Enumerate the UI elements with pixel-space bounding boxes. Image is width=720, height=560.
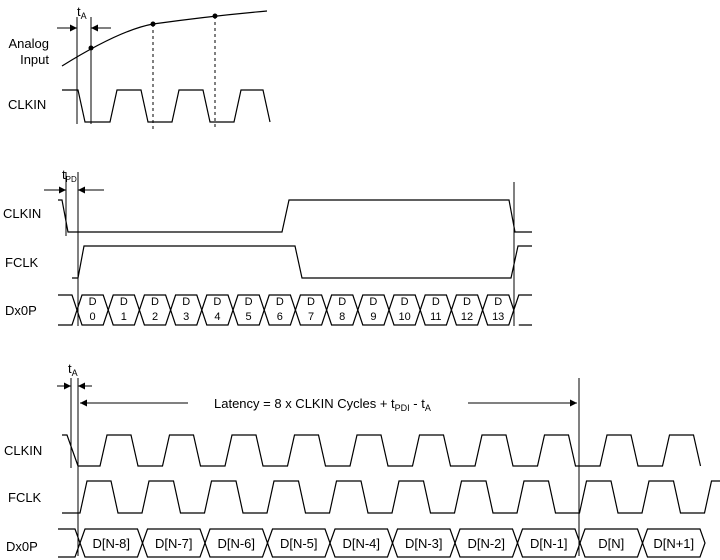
data-cell-D[N+1]: D[N+1] (641, 528, 706, 558)
data-cell-label: D[N+1] (653, 536, 694, 551)
data-cell-7: D7 (294, 294, 328, 326)
data-cell-D[N-8]: D[N-8] (79, 528, 144, 558)
data-cell-letter: D (213, 296, 221, 308)
fclk-label-2: FCLK (5, 255, 39, 270)
data-cell-letter: D (120, 296, 128, 308)
fclk-label-3: FCLK (8, 490, 42, 505)
tpdi-label: tPDI (62, 167, 79, 184)
data-cell-label: D[N-2] (467, 536, 505, 551)
data-cell-label: D[N-3] (405, 536, 443, 551)
data-cell-prev (58, 294, 78, 326)
clkin-label-1: CLKIN (8, 97, 46, 112)
data-cell-letter: D (307, 296, 315, 308)
clkin-waveform-1 (62, 89, 271, 123)
data-cell-label: D[N-5] (280, 536, 318, 551)
clkin-label-3: CLKIN (4, 443, 42, 458)
section-analog-sampling: tA Analog Input CLKIN (8, 4, 271, 130)
data-cell-letter: D (89, 296, 97, 308)
clkin-waveform-3 (62, 434, 702, 467)
data-cell-letter: D (338, 296, 346, 308)
latency-label: Latency = 8 x CLKIN Cycles + tPDI - tA (214, 396, 431, 413)
data-cell-3: D3 (169, 294, 203, 326)
analog-input-curve (61, 10, 268, 67)
data-cell-D[N-2]: D[N-2] (454, 528, 519, 558)
data-cell-label: D[N-1] (530, 536, 568, 551)
data-label-2: Dx0P (5, 303, 37, 318)
section-output-frame: tPDI CLKIN FCLK Dx0P D0D1D2D3D4D5D6D7D8D… (3, 167, 532, 326)
data-cell-8: D8 (325, 294, 359, 326)
data-cell-letter: D (401, 296, 409, 308)
data-bus-latency: D[N-8] D[N-7] D[N-6] D[N-5] D[N-4] D[N-3] D[N-… (58, 528, 706, 558)
data-cell-4: D4 (201, 294, 234, 326)
data-cell-D[N-6]: D[N-6] (204, 528, 269, 558)
data-cell-10: D 10 (388, 294, 421, 326)
data-cell-12: D 12 (450, 294, 484, 326)
data-cell-letter: D (276, 296, 284, 308)
analog-input-label-line2: Input (20, 52, 49, 67)
data-cell-letter: D (151, 296, 159, 308)
data-cell-6: D6 (263, 294, 297, 326)
data-cell-2: D2 (138, 294, 172, 326)
data-cell-13: D 13 (481, 294, 515, 326)
data-cell-letter: D (432, 296, 440, 308)
clkin-waveform-2 (58, 199, 532, 233)
data-cell-letter: D (182, 296, 190, 308)
data-cell-next (513, 294, 532, 326)
sample-point-1 (88, 45, 94, 51)
data-cell-index: 13 (492, 311, 504, 323)
data-cell-index: 6 (277, 311, 283, 323)
data-cell-letter: D (369, 296, 377, 308)
ta-label: tA (77, 4, 87, 21)
data-cell-label: D[N-8] (92, 536, 130, 551)
section-latency: tA Latency = 8 x CLKIN Cycles + tPDI - t… (4, 361, 720, 558)
data-cell-0: D0 (76, 294, 109, 326)
data-cell-label: D[N-4] (342, 536, 380, 551)
clkin-label-2: CLKIN (3, 206, 41, 221)
analog-input-label-line1: Analog (9, 36, 49, 51)
data-cell-index: 3 (183, 311, 189, 323)
data-cell-index: 9 (370, 311, 376, 323)
data-cell-letter: D (463, 296, 471, 308)
data-cell-label: D[N-7] (155, 536, 193, 551)
data-cell-1: D1 (107, 294, 141, 326)
data-label-3: Dx0P (6, 539, 38, 554)
fclk-waveform-3 (62, 480, 720, 514)
data-cell-5: D5 (232, 294, 265, 326)
data-cell-index: 2 (152, 311, 158, 323)
data-cell-9: D9 (357, 294, 390, 326)
data-cell-index: 4 (214, 311, 220, 323)
data-cell-D[N-1]: D[N-1] (516, 528, 581, 558)
data-cell-letter: D (494, 296, 502, 308)
ta-label-2: tA (68, 361, 78, 378)
data-cell-index: 8 (339, 311, 345, 323)
data-cell-index: 12 (461, 311, 473, 323)
data-cell-index: 10 (398, 311, 410, 323)
data-cell-prev-3 (58, 528, 81, 558)
data-cell-letter: D (245, 296, 253, 308)
fclk-waveform-2 (72, 245, 532, 279)
data-cell-D[N-5]: D[N-5] (266, 528, 331, 558)
data-cell-index: 11 (430, 311, 441, 323)
data-cell-D[N-4]: D[N-4] (329, 528, 394, 558)
data-cell-label: D[N-6] (217, 536, 255, 551)
data-cell-11: D 11 (419, 294, 453, 326)
data-cell-index: 5 (246, 311, 252, 323)
data-cell-D[N-3]: D[N-3] (391, 528, 456, 558)
data-cell-D[N-7]: D[N-7] (141, 528, 206, 558)
data-cell-index: 1 (121, 311, 127, 323)
data-cell-label: D[N] (598, 536, 624, 551)
data-cell-index: 0 (90, 311, 96, 323)
data-cell-index: 7 (308, 311, 314, 323)
data-cell-D[N]: D[N] (579, 528, 644, 558)
